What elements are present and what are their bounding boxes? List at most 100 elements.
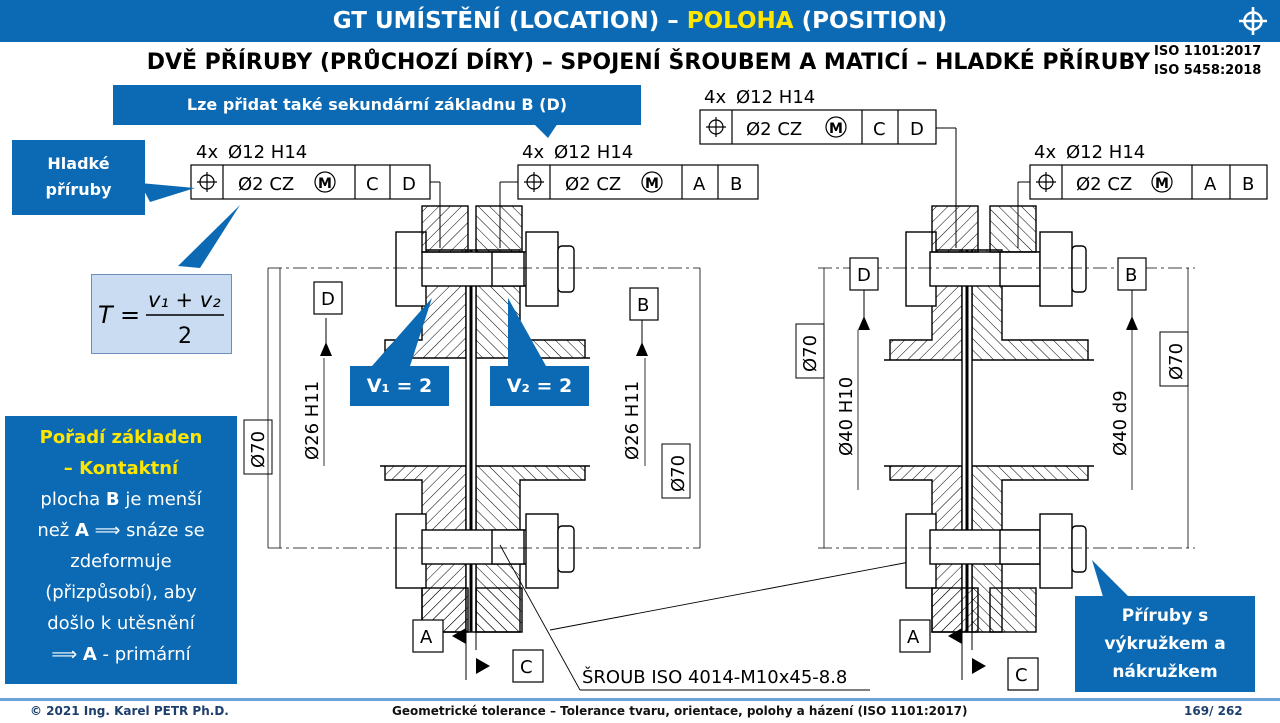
dim-bore-h10: Ø40 H10	[836, 377, 857, 456]
page-title: GT UMÍSTĚNÍ (LOCATION) – POLOHA (POSITIO…	[0, 0, 1280, 42]
title-bar	[0, 0, 1280, 42]
datum-b-right: B	[1125, 265, 1137, 286]
fcf-left-2-qty: 4x	[522, 142, 544, 163]
order-line-1: Pořadí základen	[39, 427, 203, 448]
fcf-left-1-tol: Ø2 CZ	[238, 174, 294, 195]
datum-c-left: C	[520, 657, 533, 678]
order-line-3c: je menší	[119, 489, 202, 510]
datum-boxes	[313, 257, 1147, 691]
datum-order-note: Pořadí základen – Kontaktní plocha B je …	[5, 416, 237, 684]
fcf-texts: 4x Ø12 H14 Ø2 CZ M C D 4x Ø12 H14 Ø2 CZ …	[196, 87, 1254, 195]
recess-line-3: nákružkem	[1112, 662, 1218, 682]
dim-bore-left: Ø26 H11	[302, 381, 323, 460]
dim-outer-left-2: Ø70	[668, 455, 689, 492]
fcf-right-2-mod: M	[1155, 176, 1169, 192]
recess-flanges-callout: Příruby s výkružkem a nákružkem	[1075, 596, 1255, 692]
formula-graphic: T = v₁ + v₂ 2	[98, 288, 224, 349]
technical-drawing: 4x Ø12 H14 Ø2 CZ M C D 4x Ø12 H14 Ø2 CZ …	[140, 87, 1268, 691]
order-line-5: zdeformuje	[70, 551, 172, 572]
order-line-8a: ⟹	[51, 644, 83, 665]
footer-center: Geometrické tolerance – Tolerance tvaru,…	[392, 704, 968, 718]
formula-denominator: 2	[178, 324, 192, 349]
bolt-label: ŠROUB ISO 4014-M10x45-8.8	[582, 666, 847, 688]
fcf-left-1-datum-c: C	[366, 174, 379, 195]
order-line-3b: B	[105, 489, 120, 510]
fcf-left-1-qty: 4x	[196, 142, 218, 163]
order-line-4: než A ⟹ snáze se	[5, 515, 237, 546]
dim-shaft-d9: Ø40 d9	[1110, 390, 1131, 456]
dim-outer-right-1: Ø70	[800, 335, 821, 372]
fcf-left-2-datum-b: B	[730, 174, 742, 195]
tolerance-formula: T = v₁ + v₂ 2	[91, 274, 232, 354]
title-part-1: GT UMÍSTĚNÍ (LOCATION) –	[332, 8, 687, 34]
standard-2: ISO 5458:2018	[1154, 63, 1262, 78]
left-assembly	[267, 181, 921, 691]
page-subtitle: DVĚ PŘÍRUBY (PRŮCHOZÍ DÍRY) – SPOJENÍ ŠR…	[146, 50, 1150, 75]
order-line-8: ⟹ A - primární	[5, 639, 237, 670]
fcf-right-2-hole: Ø12 H14	[1066, 142, 1145, 163]
fcf-left-2	[517, 164, 759, 200]
fcf-left-2-mod: M	[645, 176, 659, 192]
datum-a-left: A	[420, 627, 433, 648]
v1-callout: V₁ = 2	[350, 366, 449, 406]
dim-outer-right-2: Ø70	[1166, 343, 1187, 380]
standard-references: ISO 1101:2017 ISO 5458:2018	[1154, 42, 1261, 80]
order-line-2-text: – Kontaktní	[63, 458, 179, 479]
fcf-left-1-mod: M	[318, 176, 332, 192]
order-line-4b: A	[74, 520, 89, 541]
footer-copyright: © 2021 Ing. Karel PETR Ph.D.	[30, 704, 229, 718]
fcf-right-1-qty: 4x	[704, 87, 726, 108]
v2-callout: V₂ = 2	[490, 366, 589, 406]
formula-lhs: T	[98, 301, 115, 329]
fcf-right-2-datum-b: B	[1242, 174, 1254, 195]
datum-box-labels: D B A C D B A C	[321, 265, 1137, 686]
datum-a-right: A	[907, 627, 920, 648]
recess-line-2: výkružkem a	[1104, 634, 1226, 654]
order-line-6: (přizpůsobí), aby	[45, 582, 197, 603]
order-line-4c: ⟹ snáze se	[88, 520, 205, 541]
datum-d-left: D	[321, 289, 335, 310]
footer: © 2021 Ing. Karel PETR Ph.D. Geometrické…	[0, 698, 1280, 723]
order-line-8c: - primární	[96, 644, 191, 665]
dim-bore-right: Ø26 H11	[622, 381, 643, 460]
right-datum-triangles	[858, 316, 1138, 674]
dimension-labels: Ø26 H11 Ø26 H11 Ø70 Ø70 Ø70 Ø70 Ø40 H10 …	[248, 335, 1187, 688]
smooth-flanges-callout: Hladké příruby	[12, 140, 145, 215]
order-line-2: – Kontaktní	[5, 453, 237, 484]
fcf-right-1-datum-c: C	[873, 119, 886, 140]
formula-equals: =	[120, 301, 140, 329]
recess-line-1: Příruby s	[1121, 606, 1209, 626]
datum-c-right: C	[1015, 665, 1028, 686]
footer-page-number: 169/ 262	[1184, 704, 1243, 718]
fcf-right-1-tol: Ø2 CZ	[746, 119, 802, 140]
fcf-left-2-datum-a: A	[693, 174, 706, 195]
standard-1: ISO 1101:2017	[1154, 44, 1262, 59]
fcf-right-2-qty: 4x	[1034, 142, 1056, 163]
fcf-left-1-datum-d: D	[402, 174, 416, 195]
datum-b-left: B	[637, 295, 649, 316]
left-datum-triangles	[320, 342, 648, 674]
title-highlight: POLOHA	[686, 8, 794, 34]
order-line-4a: než	[37, 520, 75, 541]
order-line-3a: plocha	[40, 489, 106, 510]
fcf-right-1-datum-d: D	[910, 119, 924, 140]
smooth-flanges-line-2: příruby	[45, 180, 112, 199]
fcf-right-2	[1029, 164, 1268, 200]
title-part-2: (POSITION)	[793, 8, 948, 34]
fcf-left-1-hole: Ø12 H14	[228, 142, 307, 163]
right-assembly	[818, 127, 1195, 680]
dim-outer-left: Ø70	[248, 431, 269, 468]
dimension-frames	[243, 323, 1189, 499]
fcf-right-1-mod: M	[829, 121, 843, 137]
fcf-left-2-hole: Ø12 H14	[554, 142, 633, 163]
smooth-flanges-line-1: Hladké	[47, 154, 110, 173]
secondary-datum-callout: Lze přidat také sekundární základnu B (D…	[113, 85, 641, 125]
fcf-right-2-tol: Ø2 CZ	[1076, 174, 1132, 195]
fcf-left-1	[190, 164, 431, 200]
formula-numerator: v₁ + v₂	[148, 288, 221, 312]
fcf-right-2-datum-a: A	[1204, 174, 1217, 195]
order-line-3: plocha B je menší	[5, 484, 237, 515]
datum-d-right: D	[857, 265, 871, 286]
fcf-left-2-tol: Ø2 CZ	[565, 174, 621, 195]
fcf-right-1	[699, 109, 937, 145]
